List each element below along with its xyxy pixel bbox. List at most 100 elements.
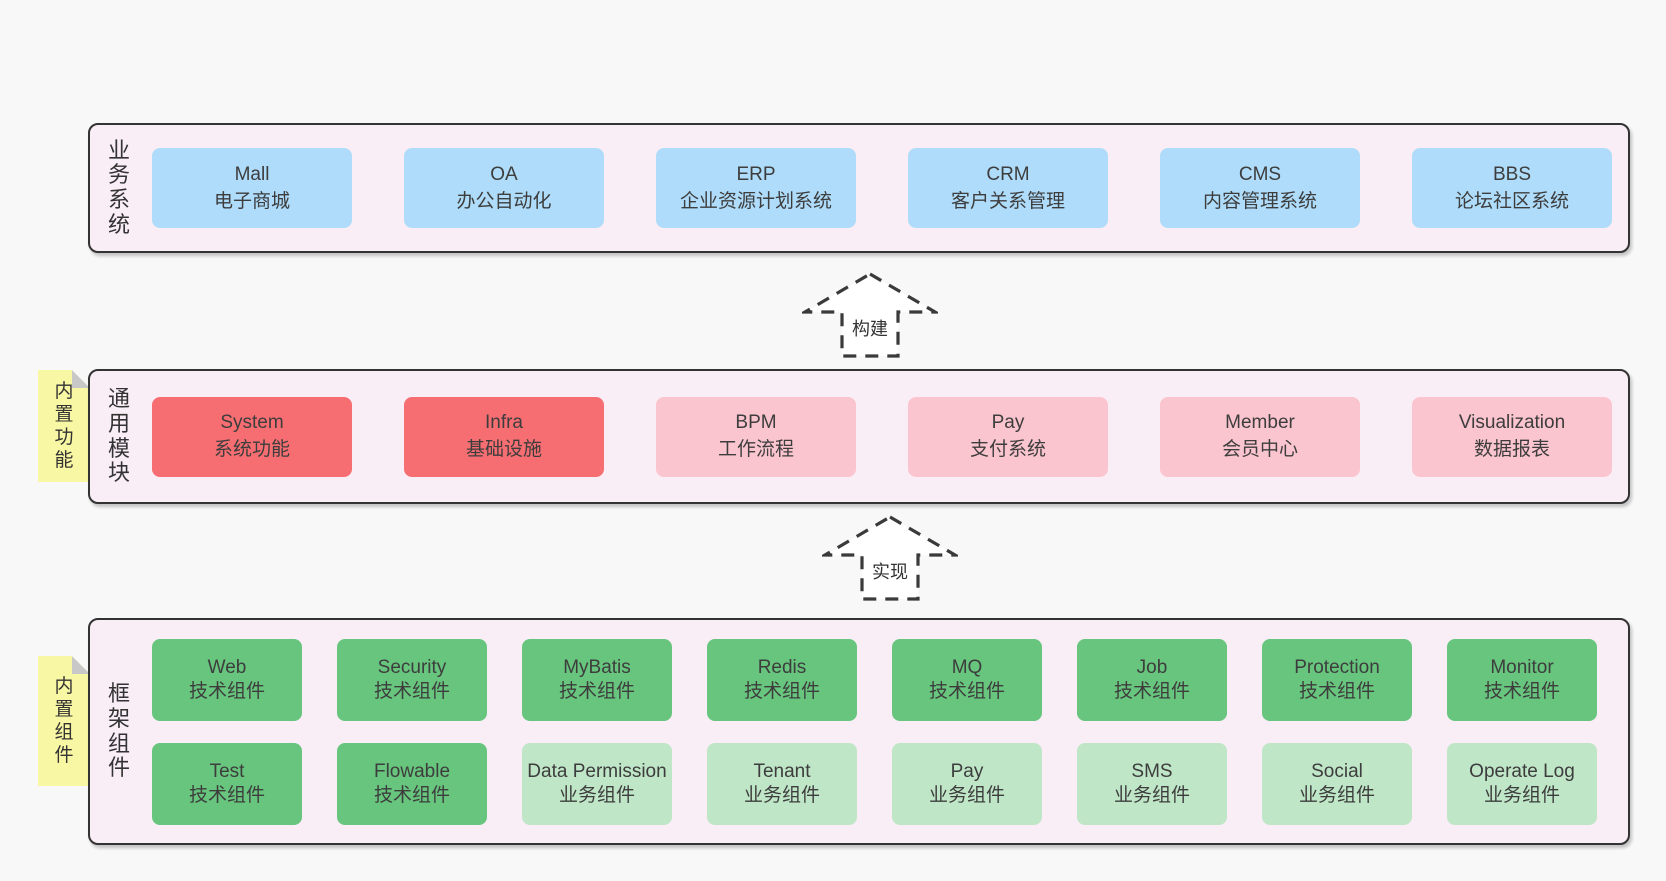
box-title: Social [1311, 760, 1363, 782]
business-systems-layer: 业务系统 Mall 电子商城 OA 办公自动化 ERP 企业资源计划系统 CRM… [88, 123, 1630, 253]
box-title: Data Permission [527, 760, 667, 782]
box-title: System [220, 412, 284, 434]
box-title: Mall [234, 163, 270, 185]
component-row-1: Web 技术组件 Security 技术组件 MyBatis 技术组件 Redi… [152, 638, 1597, 721]
box-visualization: Visualization 数据报表 [1412, 396, 1612, 477]
box-redis: Redis 技术组件 [707, 638, 857, 721]
box-system: System 系统功能 [152, 396, 352, 477]
box-title: Infra [484, 412, 524, 434]
box-monitor: Monitor 技术组件 [1447, 638, 1597, 721]
box-subtitle: 业务组件 [1298, 785, 1375, 806]
box-protection: Protection 技术组件 [1262, 638, 1412, 721]
business-boxes: Mall 电子商城 OA 办公自动化 ERP 企业资源计划系统 CRM 客户关系… [152, 148, 1612, 228]
note-text: 内置功能 [54, 380, 74, 472]
box-subtitle: 电子商城 [213, 190, 290, 212]
box-subtitle: 系统功能 [213, 439, 290, 460]
box-title: Flowable [373, 760, 451, 782]
box-subtitle: 业务组件 [1113, 785, 1190, 806]
note-text: 内置组件 [54, 675, 74, 767]
box-subtitle: 技术组件 [1113, 681, 1190, 702]
layer-side-label: 框架组件 [107, 681, 130, 781]
box-cms: CMS 内容管理系统 [1160, 148, 1360, 228]
common-modules-layer: 通用模块 System 系统功能 Infra 基础设施 BPM 工作流程 Pay… [88, 369, 1630, 504]
box-subtitle: 企业资源计划系统 [679, 190, 832, 212]
sticky-note-builtin-features: 内置功能 [38, 370, 90, 482]
layer-side-label: 通用模块 [107, 386, 130, 486]
box-title: CMS [1238, 163, 1282, 185]
box-subtitle: 技术组件 [188, 681, 265, 702]
component-boxes: Web 技术组件 Security 技术组件 MyBatis 技术组件 Redi… [152, 638, 1597, 825]
box-subtitle: 技术组件 [558, 681, 635, 702]
box-title: Web [207, 656, 247, 678]
box-title: Security [377, 656, 447, 678]
box-title: Job [1136, 656, 1168, 678]
box-bpm: BPM 工作流程 [656, 396, 856, 477]
box-subtitle: 技术组件 [373, 785, 450, 806]
box-subtitle: 基础设施 [465, 439, 542, 460]
box-title: BPM [735, 412, 777, 434]
box-subtitle: 支付系统 [969, 439, 1046, 460]
box-title: Pay [950, 760, 984, 782]
box-subtitle: 论坛社区系统 [1454, 190, 1569, 212]
box-subtitle: 技术组件 [1483, 681, 1560, 702]
box-title: ERP [736, 163, 776, 185]
box-title: Visualization [1458, 412, 1566, 434]
framework-components-layer: 框架组件 Web 技术组件 Security 技术组件 MyBatis 技术组件… [88, 618, 1630, 845]
layer-side-label: 业务系统 [107, 137, 130, 237]
sticky-note-builtin-components: 内置组件 [38, 656, 90, 786]
arrow-label: 构建 [849, 315, 891, 341]
box-title: Redis [757, 656, 807, 678]
box-subtitle: 工作流程 [717, 439, 794, 460]
box-job: Job 技术组件 [1077, 638, 1227, 721]
box-title: Monitor [1490, 656, 1554, 678]
box-data-permission: Data Permission 业务组件 [522, 742, 672, 825]
box-title: CRM [986, 163, 1030, 185]
box-title: SMS [1131, 760, 1173, 782]
box-title: MQ [951, 656, 983, 678]
box-title: Protection [1294, 656, 1380, 678]
box-member: Member 会员中心 [1160, 396, 1360, 477]
box-title: Tenant [753, 760, 811, 782]
box-crm: CRM 客户关系管理 [908, 148, 1108, 228]
box-subtitle: 技术组件 [1298, 681, 1375, 702]
box-subtitle: 会员中心 [1221, 439, 1298, 460]
box-title: Member [1225, 412, 1295, 434]
box-subtitle: 客户关系管理 [950, 190, 1065, 212]
box-subtitle: 数据报表 [1473, 439, 1550, 460]
box-subtitle: 技术组件 [928, 681, 1005, 702]
box-mq: MQ 技术组件 [892, 638, 1042, 721]
box-subtitle: 业务组件 [558, 785, 635, 806]
box-oa: OA 办公自动化 [404, 148, 604, 228]
box-bbs: BBS 论坛社区系统 [1412, 148, 1612, 228]
box-subtitle: 业务组件 [1483, 785, 1560, 806]
box-title: Operate Log [1469, 760, 1575, 782]
box-subtitle: 办公自动化 [456, 190, 552, 212]
box-operate-log: Operate Log 业务组件 [1447, 742, 1597, 825]
component-row-2: Test 技术组件 Flowable 技术组件 Data Permission … [152, 742, 1597, 825]
box-social: Social 业务组件 [1262, 742, 1412, 825]
box-subtitle: 业务组件 [743, 785, 820, 806]
box-infra: Infra 基础设施 [404, 396, 604, 477]
implement-arrow: 实现 [819, 514, 961, 602]
box-pay-component: Pay 业务组件 [892, 742, 1042, 825]
box-subtitle: 技术组件 [188, 785, 265, 806]
box-flowable: Flowable 技术组件 [337, 742, 487, 825]
box-mall: Mall 电子商城 [152, 148, 352, 228]
box-title: BBS [1492, 163, 1532, 185]
box-title: Pay [991, 412, 1025, 434]
box-subtitle: 技术组件 [743, 681, 820, 702]
box-sms: SMS 业务组件 [1077, 742, 1227, 825]
box-web: Web 技术组件 [152, 638, 302, 721]
box-subtitle: 业务组件 [928, 785, 1005, 806]
arrow-label: 实现 [869, 558, 911, 584]
box-erp: ERP 企业资源计划系统 [656, 148, 856, 228]
box-title: MyBatis [563, 656, 631, 678]
module-boxes: System 系统功能 Infra 基础设施 BPM 工作流程 Pay 支付系统… [152, 396, 1612, 477]
box-test: Test 技术组件 [152, 742, 302, 825]
box-security: Security 技术组件 [337, 638, 487, 721]
box-subtitle: 技术组件 [373, 681, 450, 702]
box-pay-module: Pay 支付系统 [908, 396, 1108, 477]
box-title: Test [209, 760, 245, 782]
box-mybatis: MyBatis 技术组件 [522, 638, 672, 721]
